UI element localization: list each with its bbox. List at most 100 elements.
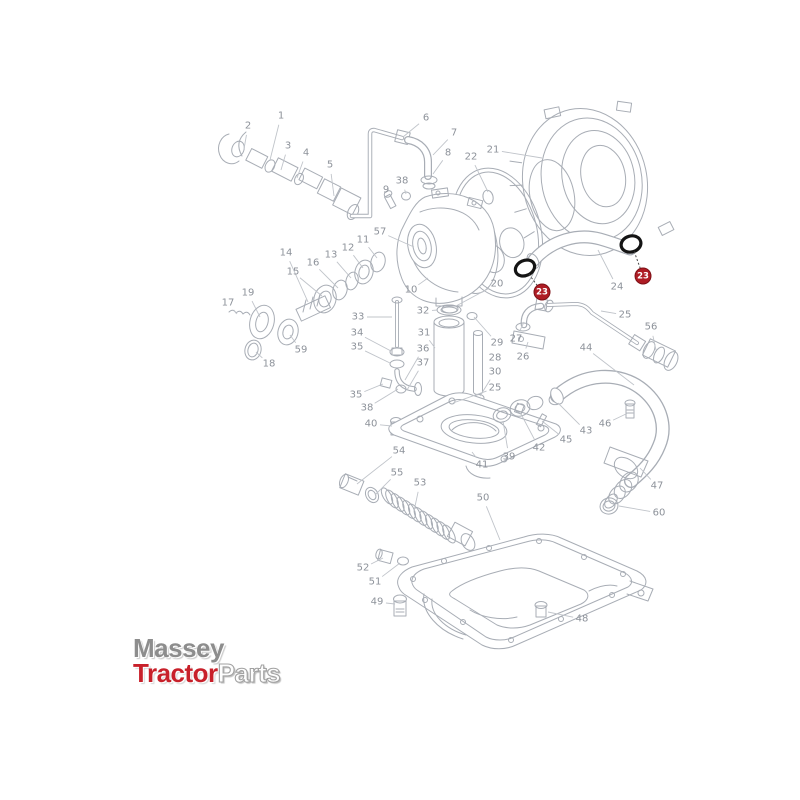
part-number-label: 54: [393, 446, 406, 457]
filter-assembly: [389, 296, 485, 410]
part-number-label: 48: [576, 614, 589, 625]
valve-chamber-plate: [388, 392, 561, 479]
part-number-label: 13: [325, 250, 338, 261]
leader-line: [600, 310, 617, 314]
leader-line: [364, 336, 392, 352]
part-number-labels: 1234567893857111213161514191718591020222…: [222, 111, 666, 625]
highlighted-oring: [513, 258, 537, 278]
leader-line: [592, 353, 635, 386]
part-number-label: 40: [365, 419, 378, 430]
leader-line: [251, 300, 261, 318]
leader-line: [330, 173, 335, 197]
leader-line: [455, 287, 490, 307]
part-number-label: 9: [383, 185, 389, 196]
leader-line: [402, 123, 420, 138]
part-number-label: 42: [533, 443, 546, 454]
banjo-fitting-chain: [218, 131, 362, 220]
leader-line: [381, 562, 401, 577]
leader-line: [479, 379, 491, 397]
part-number-label: 15: [287, 267, 300, 278]
part-number-label: 4: [303, 148, 309, 159]
leader-line: [299, 277, 323, 297]
part-number-label: 47: [651, 481, 664, 492]
watermark-logo: Massey TractorParts: [133, 635, 281, 688]
leader-line: [413, 491, 419, 512]
leader-line: [541, 420, 560, 435]
part-number-label: 41: [476, 460, 489, 471]
leader-line: [618, 505, 651, 512]
pump-housing: [396, 187, 499, 314]
watermark-tractor-text: Tractor: [133, 658, 218, 688]
badge-dashed-leader: [633, 250, 641, 269]
part-number-label: 44: [580, 343, 593, 354]
leader-line: [474, 164, 489, 193]
leader-line: [501, 151, 543, 159]
leader-line: [280, 154, 286, 171]
part-number-label: 2: [245, 121, 251, 132]
diagram-line-art: [218, 100, 679, 650]
upper-hose: [526, 230, 637, 269]
part-number-label: 50: [477, 493, 490, 504]
part-number-label: 21: [487, 145, 500, 156]
part-number-label: 43: [580, 426, 593, 437]
part-number-label: 1: [278, 111, 284, 122]
leader-line: [452, 390, 487, 404]
watermark-parts-text: Parts: [217, 658, 281, 688]
leader-line: [612, 412, 629, 421]
leader-line: [319, 269, 339, 289]
part-number-label: 34: [351, 328, 364, 339]
part-number-label: 19: [242, 288, 255, 299]
part-number-label: 55: [391, 468, 404, 479]
leader-line: [385, 602, 396, 605]
highlight-part-badge: [634, 267, 652, 285]
leader-line: [370, 557, 384, 565]
leader-line: [336, 261, 352, 279]
part-number-label: 45: [560, 435, 573, 446]
leader-line: [652, 335, 657, 351]
part-number-label: 5: [327, 160, 333, 171]
part-number-label: 26: [517, 352, 530, 363]
highlight-part-badge: [533, 283, 551, 301]
part-number-label: 18: [263, 359, 276, 370]
generated-art-details: [385, 489, 626, 643]
part-number-label: 30: [489, 367, 502, 378]
part-number-label: 7: [451, 128, 457, 139]
part-number-label: 27: [510, 334, 523, 345]
leader-line: [525, 341, 529, 349]
leader-line: [269, 124, 280, 161]
part-number-label: 53: [414, 478, 427, 489]
leader-line: [233, 309, 238, 315]
leader-line: [520, 413, 536, 441]
part-number-label: 20: [491, 279, 504, 290]
leader-line: [289, 261, 309, 303]
leader-line: [353, 254, 364, 269]
part-number-label: 37: [417, 358, 430, 369]
part-number-label: 38: [361, 403, 374, 414]
part-number-label: 11: [357, 235, 370, 246]
highlight-part-badge-number: 23: [536, 288, 548, 298]
part-number-label: 28: [489, 353, 502, 364]
badge-dashed-leader: [527, 272, 538, 286]
part-number-label: 10: [405, 285, 418, 296]
leader-line: [388, 235, 415, 248]
leader-line: [374, 479, 391, 496]
oil-pan: [375, 533, 654, 650]
part-number-label: 38: [396, 176, 409, 187]
leader-line: [432, 160, 444, 175]
part-number-label: 32: [417, 306, 430, 317]
leader-line: [356, 456, 393, 485]
part-number-label: 35: [350, 390, 363, 401]
part-number-label: 29: [491, 338, 504, 349]
leader-line: [296, 161, 304, 179]
leader-line: [404, 356, 419, 381]
part-number-label: 12: [342, 243, 355, 254]
part-number-label: 57: [374, 227, 387, 238]
part-number-label: 35: [351, 342, 364, 353]
leader-line: [502, 420, 508, 449]
leader-line: [364, 383, 384, 393]
part-number-label: 36: [417, 344, 430, 355]
corrugated-suction-tube: [338, 473, 476, 551]
